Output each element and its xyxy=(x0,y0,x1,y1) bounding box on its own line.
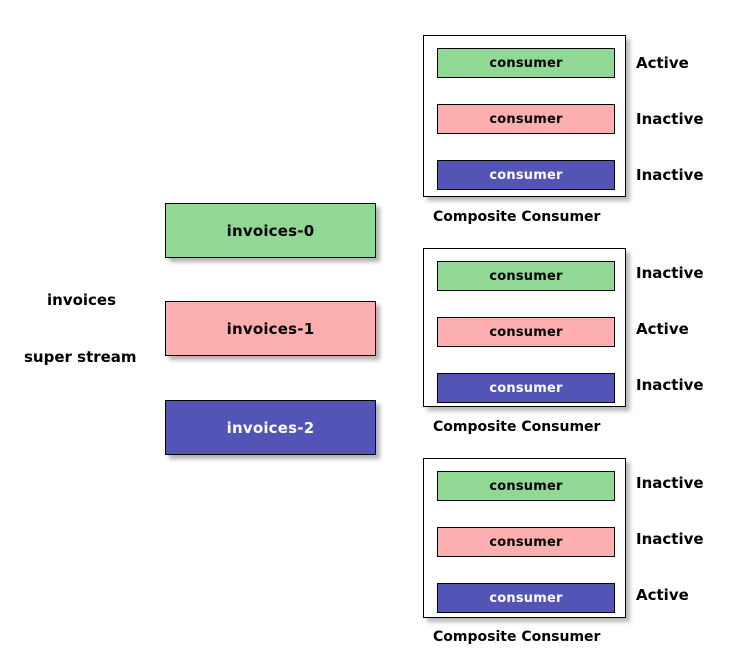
consumer-label: consumer xyxy=(489,324,563,340)
consumer-box: consumer xyxy=(437,261,615,291)
consumer-label: consumer xyxy=(489,167,563,183)
consumer-box: consumer xyxy=(437,317,615,347)
group-caption: Composite Consumer xyxy=(433,419,601,435)
consumer-box: consumer xyxy=(437,583,615,613)
super-stream-kind-label: super stream xyxy=(24,348,137,366)
stream-name-label: invoices xyxy=(47,291,117,309)
partition-box-invoices-2: invoices-2 xyxy=(165,400,376,455)
partition-box-invoices-1: invoices-1 xyxy=(165,301,376,356)
consumer-label: consumer xyxy=(489,590,563,606)
consumer-box: consumer xyxy=(437,373,615,403)
consumer-label: consumer xyxy=(489,534,563,550)
consumer-label: consumer xyxy=(489,478,563,494)
consumer-box: consumer xyxy=(437,471,615,501)
composite-consumer-group-1: consumer consumer consumer xyxy=(423,35,626,197)
consumer-box: consumer xyxy=(437,48,615,78)
consumer-status-label: Active xyxy=(636,586,689,604)
partition-label: invoices-0 xyxy=(226,221,315,240)
consumer-status-label: Inactive xyxy=(636,474,704,492)
consumer-box: consumer xyxy=(437,104,615,134)
partition-label: invoices-2 xyxy=(226,418,315,437)
composite-consumer-group-3: consumer consumer consumer xyxy=(423,458,626,618)
consumer-status-label: Inactive xyxy=(636,530,704,548)
consumer-status-label: Inactive xyxy=(636,376,704,394)
consumer-status-label: Active xyxy=(636,320,689,338)
consumer-box: consumer xyxy=(437,160,615,190)
partition-label: invoices-1 xyxy=(226,319,315,338)
group-caption: Composite Consumer xyxy=(433,629,601,645)
consumer-status-label: Inactive xyxy=(636,264,704,282)
consumer-label: consumer xyxy=(489,268,563,284)
consumer-label: consumer xyxy=(489,55,563,71)
consumer-status-label: Inactive xyxy=(636,166,704,184)
partition-box-invoices-0: invoices-0 xyxy=(165,203,376,258)
consumer-status-label: Inactive xyxy=(636,110,704,128)
consumer-box: consumer xyxy=(437,527,615,557)
consumer-status-label: Active xyxy=(636,54,689,72)
composite-consumer-group-2: consumer consumer consumer xyxy=(423,248,626,407)
consumer-label: consumer xyxy=(489,111,563,127)
consumer-label: consumer xyxy=(489,380,563,396)
group-caption: Composite Consumer xyxy=(433,209,601,225)
